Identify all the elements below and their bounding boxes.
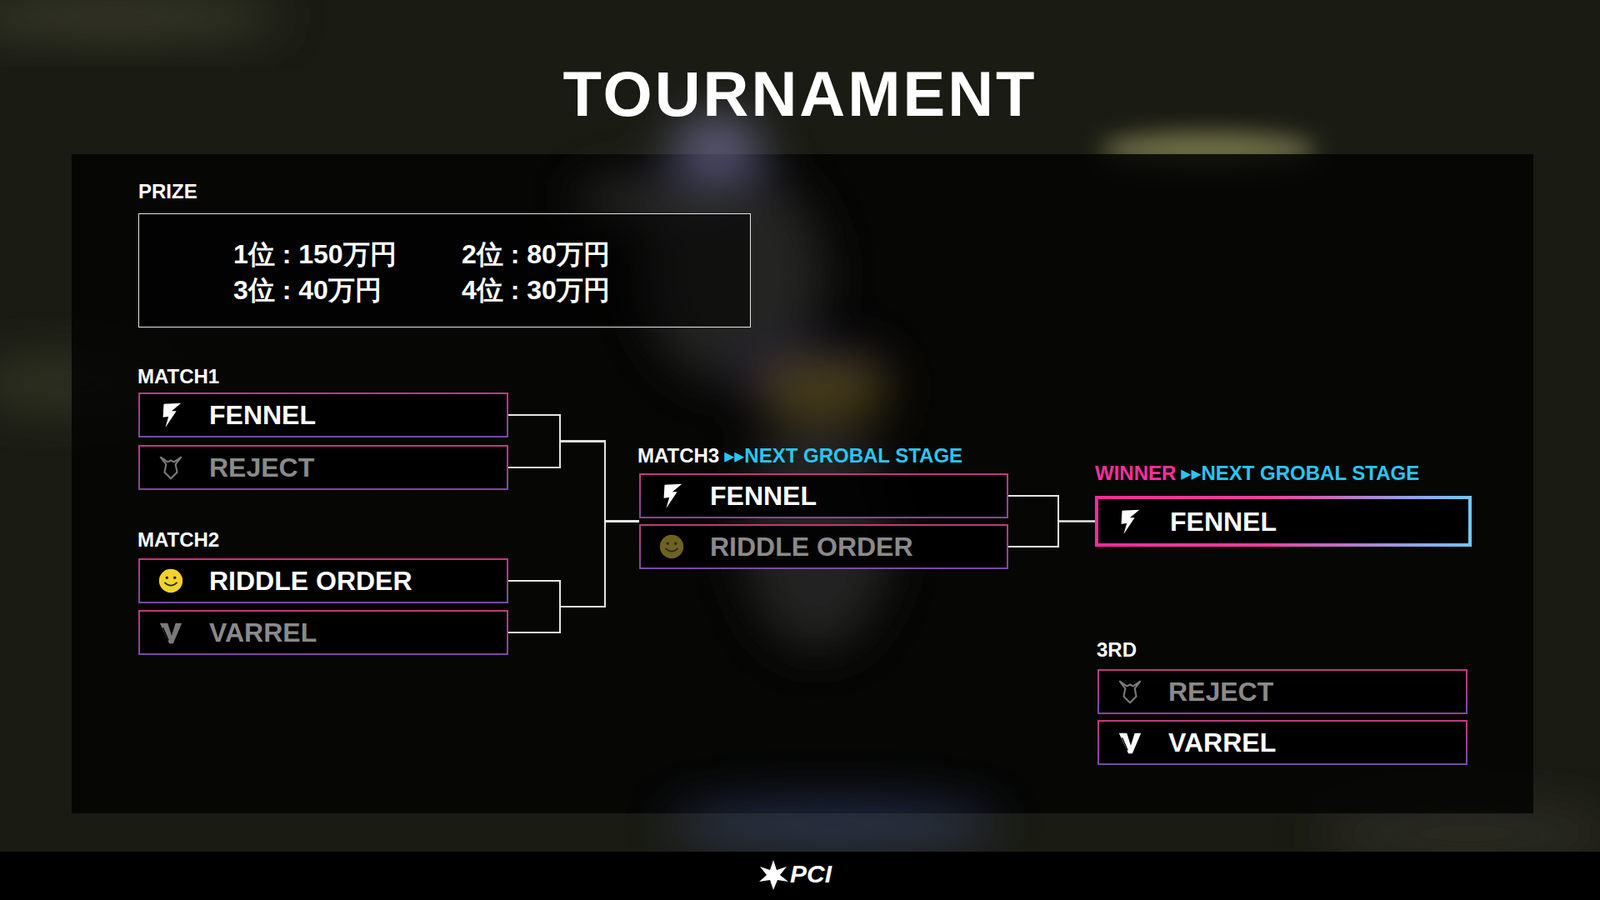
bracket-connector [508,521,640,608]
team-box: VARREL [138,610,509,655]
team-logo [156,566,185,595]
bottom-bar [0,851,1600,900]
stage-label: MATCH1 [137,365,220,389]
bracket-connector [508,441,640,522]
team-name: FENNEL [1170,505,1277,538]
logo-text: PCI [790,859,832,890]
panel [71,154,1534,814]
stage-label: ▸▸NEXT GROBAL STAGE [724,444,963,468]
team-name: RIDDLE ORDER [710,530,914,563]
bracket-connector [508,521,640,608]
prize-heading: PRIZE [138,179,198,205]
prize-amount: 2位 : 80万円 [461,237,610,271]
logo-shape [159,569,183,593]
team-box: REJECT [1097,669,1468,715]
logo-shape [664,484,683,509]
team-logo [156,400,185,430]
logo-shape [165,576,169,580]
team-box: RIDDLE ORDER [639,524,1009,570]
team-name: REJECT [209,451,315,484]
team-name: VARREL [209,616,317,649]
team-logo [657,481,686,510]
logo-shape [163,627,170,640]
team-name: FENNEL [209,399,316,431]
team-box: REJECT [138,445,509,490]
bracket-connector [1008,521,1095,548]
logo-shape [173,576,176,580]
bracket-connector [508,521,640,634]
team-logo [657,532,686,561]
bracket-connector [508,521,640,634]
team-name: RIDDLE ORDER [209,565,413,597]
winner-box: FENNEL [1095,495,1472,547]
team-box: FENNEL [639,473,1009,519]
stage-label: ▸▸NEXT GROBAL STAGE [1180,461,1420,485]
logo-shape [1119,733,1141,755]
team-box: VARREL [1097,720,1468,765]
logo-shape [666,542,670,545]
team-box: RIDDLE ORDER [138,558,509,604]
stage-label: 3RD [1096,638,1137,662]
stage-label: MATCH2 [137,528,220,552]
team-logo [1115,728,1145,757]
logo-shape [163,403,182,428]
bracket-connector [508,415,640,522]
logo-shape [660,535,684,559]
team-logo [1115,677,1145,706]
light-blur [0,0,284,42]
team-name: VARREL [1168,726,1276,759]
prize-amount: 4位 : 30万円 [461,273,610,307]
team-name: FENNEL [710,480,817,512]
team-logo [156,618,185,647]
stage-label: WINNER [1095,461,1176,485]
bracket-connector [508,441,640,522]
logo-shape [160,457,182,480]
band-blur [766,366,884,413]
logo-shape [665,548,678,552]
bracket-connector [1008,495,1095,522]
prize-amount: 3位 : 40万円 [233,273,382,307]
logo-shape [160,623,182,645]
team-box: FENNEL [138,392,509,438]
bracket-connector [508,415,640,522]
page-title: TOURNAMENT [0,61,1600,127]
logo-shape [1122,737,1129,750]
logo-star [759,860,789,890]
prize-amount: 1位 : 150万円 [233,237,397,271]
team-name: REJECT [1168,675,1274,708]
stage-label: MATCH3 [637,444,720,468]
logo-shape [1121,509,1140,534]
logo-shape [164,582,177,586]
board-blur [666,800,1000,850]
logo-shape [674,542,677,545]
team-logo [156,453,185,482]
team-logo [1115,507,1144,536]
logo-shape [1120,681,1141,704]
prize-box: PRIZE1位 : 150万円2位 : 80万円3位 : 40万円4位 : 30… [138,213,751,328]
